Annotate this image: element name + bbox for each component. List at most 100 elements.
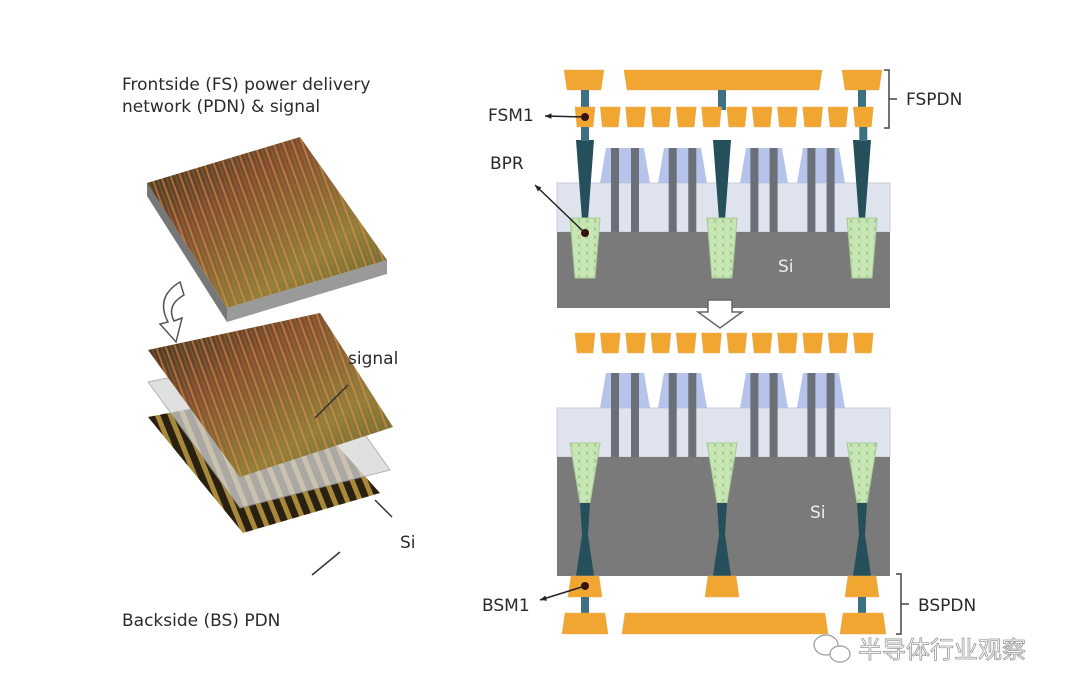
- bpr-label: BPR: [490, 154, 524, 174]
- si-pointer: [374, 499, 393, 518]
- fsm1-pad: [650, 106, 672, 128]
- flip-arrow-icon: [158, 280, 185, 344]
- si-top-label: Si: [778, 257, 794, 277]
- buried-power-rail: [706, 217, 738, 279]
- fin: [688, 148, 697, 232]
- gate: [797, 373, 845, 408]
- fin: [668, 373, 677, 457]
- buried-power-rail: [846, 217, 878, 279]
- pointer-line: [534, 184, 586, 234]
- fs-power-pad: [563, 69, 605, 91]
- fs-via: [581, 90, 589, 110]
- fin: [769, 148, 778, 232]
- pointer-line: [544, 115, 586, 118]
- signal-pad: [853, 332, 874, 354]
- gate: [600, 373, 650, 408]
- fin: [750, 148, 759, 232]
- bsm1-pad: [704, 575, 740, 598]
- watermark-text: 半导体行业观察: [858, 636, 1026, 664]
- fs-via: [858, 90, 866, 110]
- signal-pad: [827, 332, 849, 354]
- signal-pad: [751, 332, 773, 354]
- signal-label: signal: [348, 349, 398, 369]
- fin: [631, 148, 639, 232]
- title-line-2: network (PDN) & signal: [122, 97, 320, 117]
- gate: [658, 148, 707, 183]
- fsm1-pad: [751, 106, 773, 128]
- annotation-pointers: [534, 113, 589, 601]
- fin: [826, 148, 835, 232]
- fin: [807, 148, 816, 232]
- fs-via: [859, 127, 868, 141]
- si-bottom-label: Si: [810, 503, 826, 523]
- bs-via: [581, 597, 589, 613]
- fs-power-rail: [623, 69, 823, 91]
- fsm1-label: FSM1: [488, 106, 534, 126]
- power-via: [713, 140, 731, 220]
- nano-tsv: [853, 503, 871, 576]
- si-label: Si: [400, 533, 416, 553]
- signal-pointer: [314, 384, 349, 419]
- fin: [611, 148, 619, 232]
- frontside-chip: [147, 137, 387, 322]
- gate: [658, 373, 707, 408]
- gate: [797, 148, 845, 183]
- fsm1-pad: [600, 106, 621, 128]
- signal-pad: [600, 332, 621, 354]
- fsm1-pad: [726, 106, 748, 128]
- right-panel: FSPDN FSM1 BPR Si Si BSPDN BSM1: [482, 69, 976, 635]
- fsm1-pad: [675, 106, 697, 128]
- arrowhead-icon: [535, 185, 542, 192]
- signal-pad: [726, 332, 748, 354]
- nano-tsv: [713, 503, 731, 576]
- signal-pad: [574, 332, 596, 354]
- bsm1-pad: [844, 575, 880, 598]
- process-arrow-icon: [695, 299, 745, 329]
- signal-pad: [625, 332, 646, 354]
- signal-pad: [777, 332, 798, 354]
- backside-cross-section: [556, 332, 891, 635]
- bs-power-pad: [839, 612, 887, 635]
- fin: [769, 373, 778, 457]
- power-via: [853, 140, 871, 220]
- fin: [611, 373, 619, 457]
- gate: [740, 148, 788, 183]
- title-line-1: Frontside (FS) power delivery: [122, 75, 370, 95]
- fsm1-pad: [802, 106, 823, 128]
- arrowhead-icon: [545, 113, 552, 119]
- fin: [750, 373, 759, 457]
- fin: [668, 148, 677, 232]
- bs-power-pad: [561, 612, 609, 635]
- bs-power-rail: [621, 612, 829, 635]
- fs-via: [581, 127, 589, 141]
- signal-layer: [148, 313, 393, 477]
- fs-via: [718, 90, 726, 110]
- nano-tsv: [576, 503, 594, 576]
- fspdn-label: FSPDN: [906, 90, 962, 110]
- backside-pointer: [311, 551, 341, 576]
- fsm1-pad: [625, 106, 646, 128]
- arrowhead-icon: [540, 595, 547, 601]
- bsm1-label: BSM1: [482, 596, 530, 616]
- fin: [631, 373, 639, 457]
- fin: [807, 373, 816, 457]
- frontside-cross-section: [556, 69, 891, 308]
- signal-pad: [650, 332, 672, 354]
- watermark: 半导体行业观察: [813, 634, 1026, 664]
- bs-via: [858, 597, 866, 613]
- fsm1-pad: [827, 106, 849, 128]
- backside-label: Backside (BS) PDN: [122, 611, 280, 631]
- pointer-line: [539, 585, 586, 601]
- signal-pad: [675, 332, 697, 354]
- fs-power-pad: [841, 69, 883, 91]
- fsm1-pad: [853, 106, 874, 128]
- signal-pad: [802, 332, 823, 354]
- fin: [826, 373, 835, 457]
- gate: [600, 148, 650, 183]
- fin: [688, 373, 697, 457]
- bspdn-bracket: [896, 573, 909, 635]
- fspdn-bracket: [884, 69, 897, 129]
- wechat-icon: [813, 634, 851, 663]
- buried-power-rail: [569, 217, 601, 279]
